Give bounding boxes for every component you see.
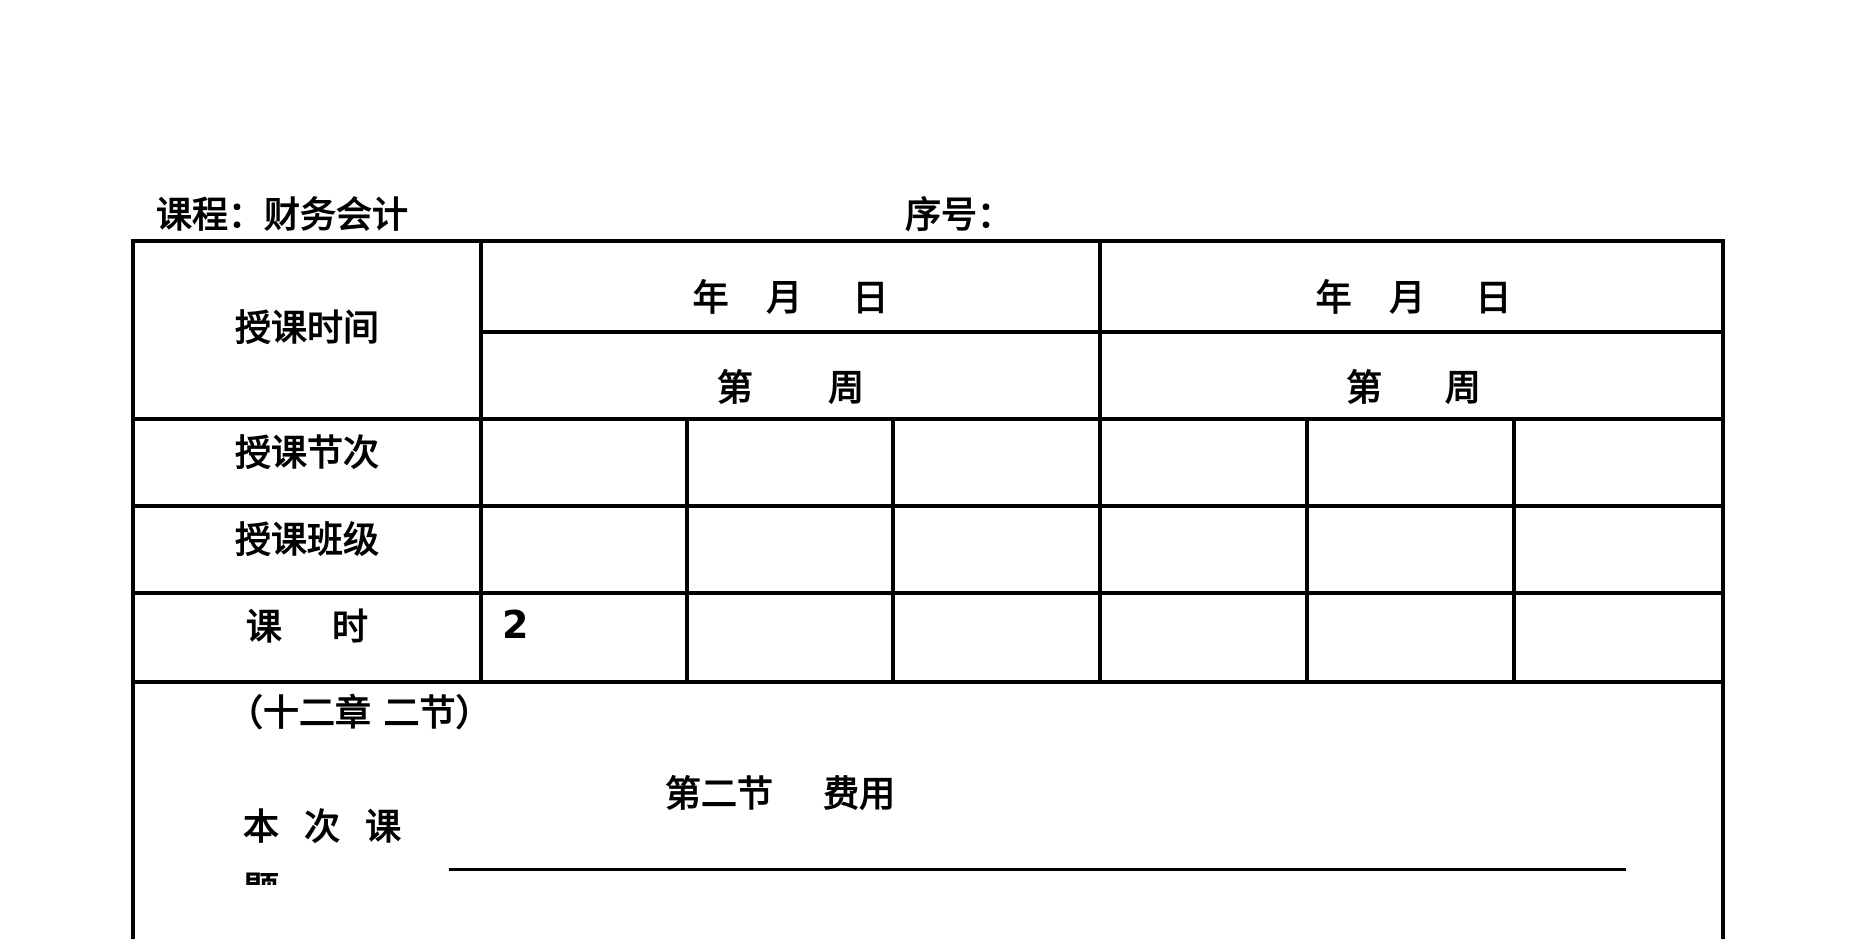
vline-col-5 <box>1305 417 1309 684</box>
date-right: 年 月 日 <box>1315 278 1512 319</box>
hline-row-1 <box>135 417 1725 421</box>
chapter-note: （十二章 二节） <box>227 693 492 734</box>
hline-date-week <box>479 330 1725 334</box>
topic-label: 本 次 课 <box>243 807 402 848</box>
lesson-title: 第二节 费用 <box>665 774 896 815</box>
week-left: 第 周 <box>716 368 865 409</box>
hline-row-2 <box>135 504 1725 508</box>
vline-label-separator <box>479 243 483 684</box>
serial-header: 序号： <box>905 195 1014 236</box>
topic-underline <box>449 868 1626 871</box>
course-header: 课程：财务会计 <box>156 195 409 236</box>
label-teaching-class: 授课班级 <box>234 520 379 561</box>
class-hours-value: 2 <box>502 603 529 647</box>
vline-middle-separator <box>1098 243 1102 684</box>
hline-row-3 <box>135 591 1725 595</box>
vline-col-6 <box>1512 417 1516 684</box>
hline-row-4 <box>135 680 1725 684</box>
date-left: 年 月 日 <box>692 278 889 319</box>
label-teaching-section: 授课节次 <box>234 433 379 474</box>
lesson-plan-table: 授课时间 授课节次 授课班级 课 时 年 月 日 年 月 日 第 周 第 周 2… <box>131 239 1725 939</box>
label-class-hours: 课 时 <box>245 607 369 648</box>
vline-col-3 <box>891 417 895 684</box>
week-right: 第 周 <box>1346 368 1481 409</box>
label-teaching-time: 授课时间 <box>234 308 379 349</box>
vline-col-2 <box>685 417 689 684</box>
topic-label-cut: 题 <box>243 871 279 885</box>
